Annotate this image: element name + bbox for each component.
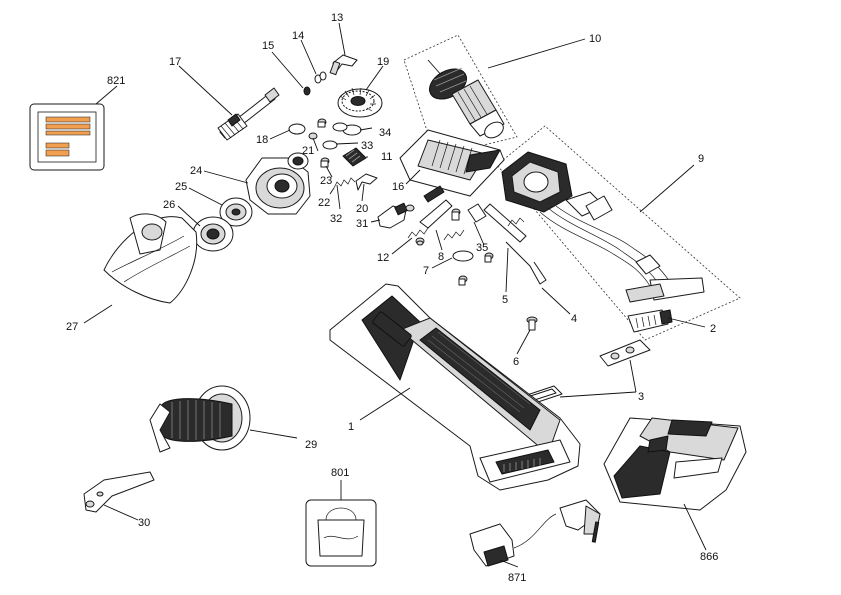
part-31-switch: [377, 202, 415, 229]
label-7: 7: [423, 265, 429, 277]
label-20: 20: [356, 203, 368, 215]
label-10: 10: [589, 33, 601, 45]
part-866-battery: [603, 417, 747, 511]
label-871: 871: [508, 572, 526, 584]
label-5: 5: [502, 294, 508, 306]
label-9: 9: [698, 153, 704, 165]
label-17: 17: [169, 56, 181, 68]
label-866: 866: [700, 551, 718, 563]
label-24: 24: [190, 165, 202, 177]
label-22: 22: [318, 197, 330, 209]
part-6-screw: [526, 316, 538, 331]
part-34-washer-2: [332, 122, 348, 132]
label-30: 30: [138, 517, 150, 529]
part-801-carry-bag: [305, 499, 377, 567]
label-13: 13: [331, 12, 343, 24]
part-32-spring: [333, 177, 356, 189]
label-16: 16: [392, 181, 404, 193]
part-29-side-handle: [149, 385, 251, 453]
part-18-washer: [288, 123, 306, 135]
part-1-main-housing: [329, 283, 581, 491]
wiring-group-outline: [496, 125, 741, 341]
label-821: 821: [107, 75, 125, 87]
part-27-wheel-guard: [103, 213, 198, 304]
part-2-switch-module: [627, 309, 673, 333]
part-10-armature: [427, 59, 505, 139]
part-number-labels: 1 2 3 4 5 6 7 8 9 10 11 12 13 14 15 16 1…: [66, 12, 718, 584]
label-21: 21: [302, 145, 314, 157]
part-23-screw: [320, 157, 330, 168]
part-871-charger: [469, 499, 601, 567]
part-19-bevel-gear: [337, 87, 383, 118]
label-11: 11: [381, 151, 392, 163]
label-1: 1: [348, 421, 354, 433]
part-30-wrench: [83, 471, 155, 513]
part-5-rod: [483, 203, 527, 243]
part-25-inner-flange: [219, 197, 253, 227]
part-26-outer-flange: [192, 216, 234, 252]
label-14: 14: [292, 30, 304, 42]
label-34: 34: [379, 127, 391, 139]
label-27: 27: [66, 321, 78, 333]
label-19: 19: [377, 56, 389, 68]
label-2: 2: [710, 323, 716, 335]
label-18: 18: [256, 134, 268, 146]
part-35-screws: [443, 203, 487, 241]
part-9-stator-wiring: [501, 151, 705, 303]
part-33-washer: [322, 140, 338, 150]
part-4-lock-lever: [505, 241, 547, 285]
part-15-key: [303, 86, 311, 96]
part-14-clips: [314, 71, 327, 84]
label-8: 8: [438, 251, 444, 263]
part-24-gear-case: [245, 152, 311, 215]
label-23: 23: [320, 175, 332, 187]
part-11-pinion: [342, 147, 367, 167]
label-25: 25: [175, 181, 187, 193]
label-4: 4: [571, 313, 577, 325]
label-12: 12: [377, 252, 389, 264]
part-821-warning-label: [29, 103, 105, 171]
label-35: 35: [476, 242, 488, 254]
label-26: 26: [163, 199, 175, 211]
label-15: 15: [262, 40, 274, 52]
label-3: 3: [638, 391, 644, 403]
part-20-lever: [355, 173, 378, 191]
part-21-screw: [308, 118, 327, 140]
part-7-o-ring: [452, 250, 474, 262]
label-6: 6: [513, 356, 519, 368]
label-801: 801: [331, 467, 349, 479]
part-13-lock-pin: [329, 54, 358, 76]
part-3-contact-plate: [599, 339, 651, 367]
part-8-switch-slider: [419, 185, 453, 229]
leader-lines: [83, 22, 707, 568]
armature-group-outline: [403, 34, 518, 151]
label-29: 29: [305, 439, 317, 451]
label-31: 31: [356, 218, 368, 230]
part-screws-misc: [416, 240, 494, 286]
part-17-spindle: [217, 87, 280, 141]
label-32: 32: [330, 213, 342, 225]
label-33: 33: [361, 140, 373, 152]
part-16-motor-housing: [399, 129, 505, 197]
